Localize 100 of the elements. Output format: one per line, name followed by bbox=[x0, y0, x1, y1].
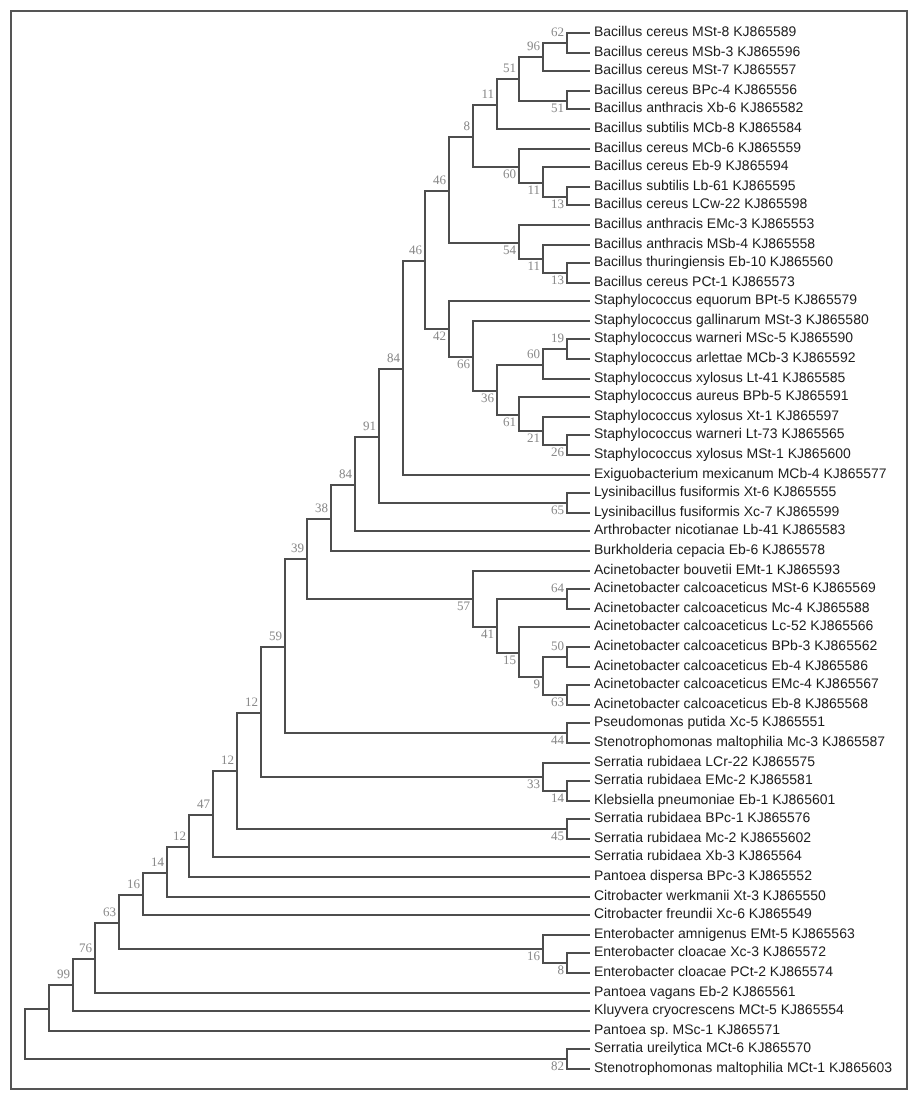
branch-line bbox=[567, 722, 591, 724]
branch-line bbox=[567, 800, 591, 802]
branch-line bbox=[519, 56, 543, 58]
branch-line bbox=[425, 328, 449, 330]
branch-line bbox=[73, 1010, 591, 1012]
branch-line bbox=[167, 896, 591, 898]
branch-line bbox=[473, 320, 591, 322]
branch-line bbox=[567, 780, 591, 782]
branch-line bbox=[473, 166, 519, 168]
branch-line bbox=[543, 166, 591, 168]
branch-line bbox=[543, 694, 567, 696]
branch-line bbox=[449, 136, 473, 138]
branch-line bbox=[519, 626, 591, 628]
branch-line bbox=[567, 358, 591, 360]
branch-line bbox=[497, 652, 519, 654]
branch-line bbox=[543, 348, 567, 350]
branch-line bbox=[497, 78, 519, 80]
branch-line bbox=[119, 894, 143, 896]
branch-line bbox=[567, 108, 591, 110]
branch-line bbox=[497, 598, 567, 600]
branch-line bbox=[95, 922, 119, 924]
branch-line bbox=[25, 1058, 567, 1060]
branch-line bbox=[519, 148, 591, 150]
branch-line bbox=[307, 518, 331, 520]
branch-line bbox=[403, 474, 591, 476]
branch-line bbox=[543, 70, 591, 72]
branch-line bbox=[519, 224, 591, 226]
branch-line bbox=[543, 272, 567, 274]
branch-line bbox=[49, 1030, 591, 1032]
branch-line bbox=[473, 626, 497, 628]
branch-line bbox=[449, 356, 473, 358]
branch-line bbox=[543, 444, 567, 446]
branch-line bbox=[449, 300, 591, 302]
branch-line bbox=[25, 1008, 49, 1010]
branch-line bbox=[143, 914, 591, 916]
branch-line bbox=[95, 992, 591, 994]
branch-line bbox=[567, 588, 591, 590]
branch-line bbox=[497, 364, 543, 366]
branch-line bbox=[189, 814, 213, 816]
branch-line bbox=[543, 244, 591, 246]
branch-line bbox=[567, 262, 591, 264]
branch-line bbox=[543, 416, 591, 418]
branch-line bbox=[543, 656, 567, 658]
branch-line bbox=[567, 186, 591, 188]
branch-line bbox=[567, 282, 591, 284]
branch-line bbox=[473, 104, 497, 106]
branch-line bbox=[213, 770, 237, 772]
branch-line bbox=[497, 414, 519, 416]
branch-line bbox=[331, 550, 591, 552]
branch-line bbox=[567, 972, 591, 974]
branch-line bbox=[143, 872, 167, 874]
branch-line bbox=[261, 776, 543, 778]
branch-line bbox=[567, 684, 591, 686]
branch-line bbox=[285, 558, 307, 560]
branch-line bbox=[567, 454, 591, 456]
branch-line bbox=[543, 378, 591, 380]
branch-line bbox=[237, 712, 261, 714]
branch-line bbox=[567, 204, 591, 206]
branch-line bbox=[567, 1048, 591, 1050]
branch-line bbox=[567, 666, 591, 668]
branch-line bbox=[331, 484, 355, 486]
branch-line bbox=[355, 530, 591, 532]
branch-line bbox=[567, 818, 591, 820]
branch-line bbox=[567, 52, 591, 54]
branch-line bbox=[567, 492, 591, 494]
branch-line bbox=[519, 100, 567, 102]
branch-line bbox=[519, 676, 543, 678]
branch-line bbox=[449, 242, 519, 244]
branch-line bbox=[567, 742, 591, 744]
branch-line bbox=[261, 646, 285, 648]
branch-line bbox=[543, 962, 567, 964]
branch-line bbox=[355, 436, 379, 438]
branch-line bbox=[567, 952, 591, 954]
branch-line bbox=[567, 90, 591, 92]
branch-line bbox=[403, 260, 425, 262]
branch-line bbox=[543, 934, 591, 936]
branch-line bbox=[519, 258, 543, 260]
branch-line bbox=[497, 128, 591, 130]
branch-line bbox=[473, 390, 497, 392]
branch-line bbox=[473, 570, 591, 572]
branch-line bbox=[425, 190, 449, 192]
branch-line bbox=[543, 42, 567, 44]
branch-line bbox=[567, 512, 591, 514]
branch-line bbox=[307, 598, 473, 600]
branch-line bbox=[519, 396, 591, 398]
branch-line bbox=[379, 368, 403, 370]
branch-line bbox=[543, 790, 567, 792]
branch-line bbox=[73, 958, 95, 960]
branch-line bbox=[213, 856, 591, 858]
branch-line bbox=[49, 984, 73, 986]
branch-line bbox=[519, 430, 543, 432]
branch-line bbox=[567, 32, 591, 34]
branch-line bbox=[567, 838, 591, 840]
branch-line bbox=[567, 338, 591, 340]
branch-line bbox=[119, 948, 543, 950]
branch-line bbox=[285, 732, 567, 734]
branch-line bbox=[567, 1068, 591, 1070]
branch-line bbox=[543, 196, 567, 198]
branch-line bbox=[567, 608, 591, 610]
branch-line bbox=[567, 434, 591, 436]
